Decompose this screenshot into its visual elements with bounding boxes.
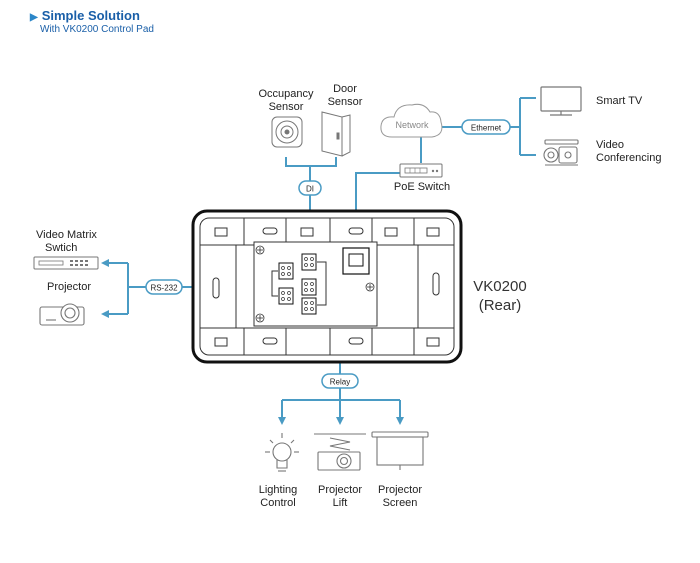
cloud-icon <box>380 103 443 138</box>
light-bulb-icon <box>265 433 299 472</box>
video-matrix-label-2: Swtich <box>45 242 77 254</box>
lift-label-1: Projector <box>318 484 362 496</box>
network: Network <box>380 103 443 138</box>
occupancy-sensor-icon <box>271 116 303 148</box>
occupancy-label-2: Sensor <box>269 101 304 113</box>
smart-tv-label: Smart TV <box>596 95 643 107</box>
video-matrix-label-1: Video Matrix <box>36 229 97 241</box>
lighting-label-2: Control <box>260 497 295 509</box>
section-header: ▶Simple Solution With VK0200 Control Pad <box>30 8 154 35</box>
screen-label-2: Screen <box>383 497 418 509</box>
vk0200-label-1: VK0200 <box>473 278 526 295</box>
lift-label-2: Lift <box>333 497 348 509</box>
tv-icon <box>540 86 582 116</box>
poe-switch-label: PoE Switch <box>394 181 450 193</box>
video-conf-label-1: Video <box>596 139 624 151</box>
lighting-control: Lighting Control <box>259 433 299 509</box>
projector-screen: Projector Screen <box>371 431 429 509</box>
vk0200-label-2: (Rear) <box>479 297 522 314</box>
occupancy-sensor: Occupancy Sensor <box>258 88 314 148</box>
projector-lift: Projector Lift <box>314 433 366 509</box>
play-arrow-icon: ▶ <box>30 12 38 23</box>
label-relay-text: Relay <box>330 378 350 387</box>
label-ethernet: Ethernet <box>461 119 511 135</box>
video-conferencing: Video Conferencing <box>543 139 661 166</box>
label-ethernet-text: Ethernet <box>471 124 502 133</box>
door-label-2: Sensor <box>328 96 363 108</box>
label-di-text: DI <box>306 185 314 194</box>
vk0200-panel: VK0200 (Rear) <box>191 209 527 364</box>
switch-icon <box>399 163 443 178</box>
door-sensor: Door Sensor <box>321 83 363 157</box>
section-subtitle: With VK0200 Control Pad <box>40 24 154 35</box>
title-text: Simple Solution <box>41 8 140 23</box>
smart-tv: Smart TV <box>540 86 643 116</box>
matrix-switch-icon <box>33 256 99 270</box>
occupancy-label-1: Occupancy <box>258 88 314 100</box>
network-label: Network <box>395 120 429 130</box>
projector-lift-icon <box>314 433 366 471</box>
video-conference-icon <box>543 139 579 166</box>
projector: Projector <box>39 281 91 326</box>
label-rs232: RS-232 <box>145 279 183 295</box>
lighting-label-1: Lighting <box>259 484 298 496</box>
door-sensor-icon <box>321 111 351 157</box>
label-relay: Relay <box>321 373 359 389</box>
label-di: DI <box>298 180 322 196</box>
label-rs232-text: RS-232 <box>150 284 178 293</box>
screen-label-1: Projector <box>378 484 422 496</box>
video-matrix-switch: Video Matrix Swtich <box>33 229 99 270</box>
projector-icon <box>39 303 85 326</box>
section-title: ▶Simple Solution <box>30 8 154 23</box>
projector-label: Projector <box>47 281 91 293</box>
door-label-1: Door <box>333 83 357 95</box>
projector-screen-icon <box>371 431 429 470</box>
poe-switch: PoE Switch <box>394 163 450 193</box>
video-conf-label-2: Conferencing <box>596 152 661 164</box>
